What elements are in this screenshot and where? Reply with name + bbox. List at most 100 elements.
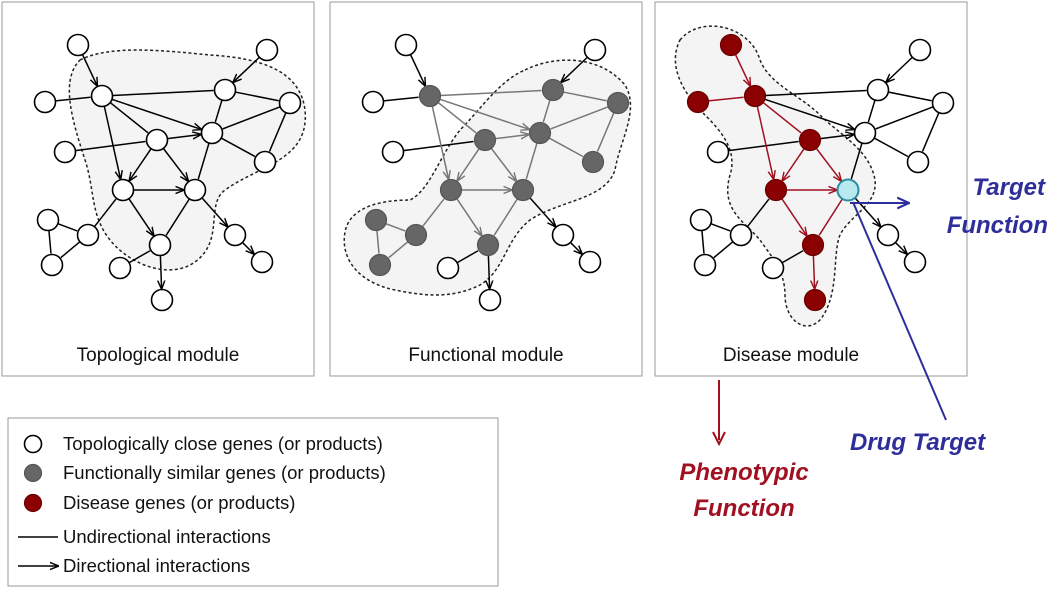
topological-node-19 [150,288,174,312]
topological-node-3 [145,128,169,152]
topological-node-9 [253,150,277,174]
functional-edge-3 [439,98,529,129]
disease-node-3 [798,128,822,152]
topological-edge-20 [60,241,81,259]
legend-box [7,417,499,587]
functional-edge-24 [529,197,555,227]
disease-node-19 [803,288,827,312]
functional-node-7 [381,140,405,164]
functional-node-10 [439,178,463,202]
topological-edge-4 [112,89,214,97]
panel-caption-functional: Functional module [408,345,563,366]
functional-node-0 [394,33,418,57]
topological-edge-12 [75,140,146,152]
topological-edge-13 [129,148,152,181]
panel-caption-disease: Disease module [723,345,859,366]
disease-edge-27 [813,255,814,288]
topological-node-6 [278,91,302,115]
functional-edge-25 [569,241,581,253]
functional-edge-22 [456,198,482,236]
functional-edge-0 [409,54,425,86]
disease-edge-11 [820,134,853,138]
topological-node-14 [40,253,64,277]
topological-edge-23 [165,198,190,236]
functional-node-8 [528,121,552,145]
topological-edge-1 [55,96,91,102]
disease-edge-6 [888,91,932,102]
topological-edge-26 [128,250,151,264]
topological-node-2 [33,90,57,114]
topological-edge-3 [111,98,201,129]
topological-edge-6 [235,91,279,102]
topological-edge-11 [167,134,200,138]
topological-node-10 [111,178,135,202]
topological-node-1 [90,84,114,108]
disease-edge-22 [781,198,807,236]
topological-edge-16 [103,106,120,179]
legend-item-undirectional: Undirectional interactions [63,526,271,547]
disease-node-18 [761,256,785,280]
disease-edge-16 [756,106,773,179]
drug-target-label: Drug Target [850,429,986,456]
topological-edge-21 [93,198,117,228]
functional-edge-9 [596,112,615,152]
disease-edge-13 [782,148,805,181]
functional-edge-1 [383,96,419,102]
functional-node-3 [473,128,497,152]
topological-node-7 [53,140,77,164]
functional-node-14 [368,253,392,277]
functional-edge-11 [495,134,528,138]
disease-edge-18 [710,222,731,232]
functional-node-19 [478,288,502,312]
disease-edge-4 [765,89,867,97]
functional-edge-4 [440,89,542,97]
topological-edge-9 [268,112,287,152]
target-function-label-line2: Function [947,212,1048,239]
topological-edge-8 [222,106,281,130]
topological-edge-14 [162,147,188,180]
disease-edge-3 [764,98,854,129]
topological-node-11 [183,178,207,202]
functional-edge-21 [421,198,445,228]
functional-node-12 [364,208,388,232]
functional-edge-16 [431,106,448,179]
topological-edge-24 [201,197,227,227]
disease-edge-8 [875,106,934,130]
topological-node-17 [250,250,274,274]
topological-edge-7 [214,99,223,123]
functional-node-6 [606,91,630,115]
functional-node-5 [583,38,607,62]
functional-node-1 [418,84,442,108]
disease-edge-20 [713,241,734,259]
topological-edge-25 [241,241,253,253]
functional-node-13 [404,223,428,247]
functional-edge-23 [493,198,518,236]
disease-node-8 [853,121,877,145]
disease-edge-0 [734,54,750,86]
functional-edge-12 [403,140,474,152]
functional-edge-27 [488,255,489,288]
topological-edge-2 [109,101,149,134]
topological-node-15 [148,233,172,257]
disease-node-10 [764,178,788,202]
disease-edge-21 [746,198,770,228]
topological-node-4 [213,78,237,102]
panel-caption-topological: Topological module [77,345,240,366]
topological-edge-27 [160,255,161,288]
topological-edge-18 [57,222,78,232]
disease-edge-23 [818,198,843,236]
topological-node-12 [36,208,60,232]
functional-node-15 [476,233,500,257]
phenotypic-arrowhead [712,431,726,447]
topological-edge-0 [81,54,97,86]
phenotypic-function-label-line1: Phenotypic [679,459,808,486]
disease-edge-25 [894,241,906,253]
legend-item-functional: Functionally similar genes (or products) [63,462,386,483]
topological-node-13 [76,223,100,247]
disease-node-12 [689,208,713,232]
topological-node-5 [255,38,279,62]
drug-target-pointer [852,201,947,421]
functional-node-18 [436,256,460,280]
phenotypic-function-label-line2: Function [693,495,794,522]
